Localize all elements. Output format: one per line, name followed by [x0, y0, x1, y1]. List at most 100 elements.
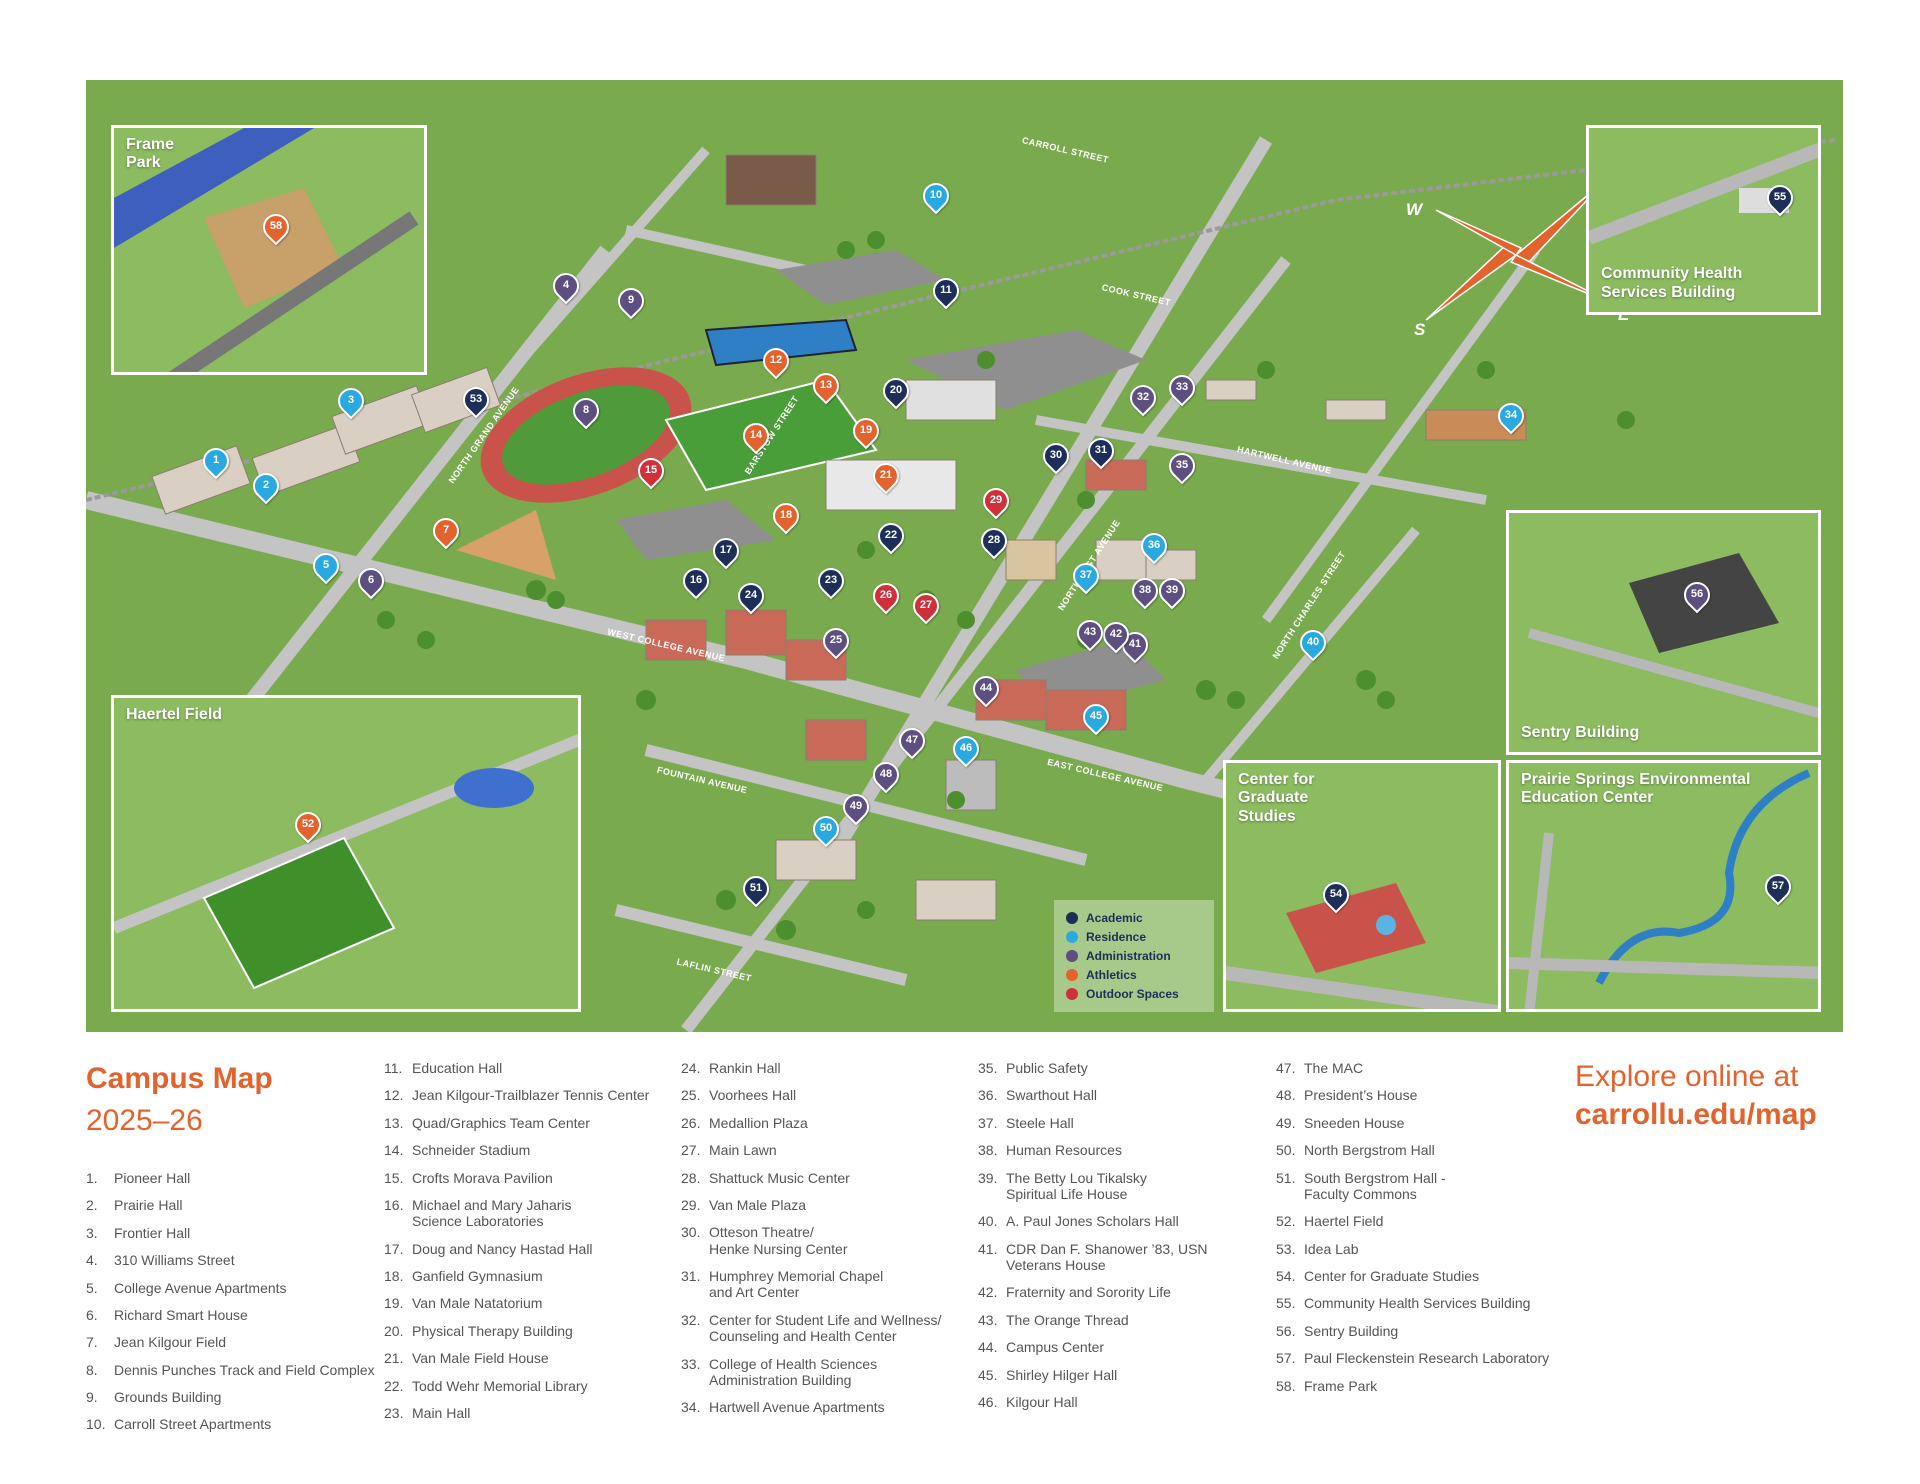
pin-number: 54	[1329, 888, 1343, 900]
entry-number: 14.	[384, 1142, 404, 1159]
location-pin-44[interactable]: 44	[967, 670, 1005, 708]
location-pin-45[interactable]: 45	[1077, 698, 1115, 736]
explore-link[interactable]: carrollu.edu/map	[1575, 1098, 1817, 1131]
directory-entry: 34.Hartwell Avenue Apartments	[681, 1399, 941, 1415]
location-pin-24[interactable]: 24	[732, 577, 770, 615]
entry-number: 13.	[384, 1114, 404, 1131]
entry-name: Community Health Services Building	[1304, 1295, 1531, 1312]
location-pin-23[interactable]: 23	[812, 562, 850, 600]
location-pin-47[interactable]: 47	[893, 722, 931, 760]
directory-entry: 9.Grounds Building	[86, 1389, 375, 1405]
location-pin-52[interactable]: 52	[289, 806, 327, 844]
entry-name: Steele Hall	[1006, 1114, 1074, 1131]
location-pin-48[interactable]: 48	[867, 756, 905, 794]
location-pin-9[interactable]: 9	[612, 282, 650, 320]
location-pin-17[interactable]: 17	[707, 532, 745, 570]
pin-number: 38	[1138, 584, 1152, 596]
inset-sentry[interactable]: Sentry Building	[1506, 510, 1821, 755]
entry-number: 20.	[384, 1322, 404, 1339]
entry-number: 25.	[681, 1087, 701, 1104]
entry-number: 55.	[1276, 1295, 1296, 1312]
entry-name: President’s House	[1304, 1087, 1418, 1104]
location-pin-13[interactable]: 13	[807, 367, 845, 405]
location-pin-41[interactable]: 41	[1116, 626, 1154, 664]
inset-haertel-field[interactable]: Haertel Field	[111, 695, 581, 1012]
pin-number: 28	[987, 534, 1001, 546]
entry-number: 2.	[86, 1197, 98, 1214]
location-pin-53[interactable]: 53	[457, 381, 495, 419]
directory-entry: 1.Pioneer Hall	[86, 1170, 375, 1186]
location-pin-30[interactable]: 30	[1037, 437, 1075, 475]
entry-name: Shattuck Music Center	[709, 1169, 850, 1186]
location-pin-49[interactable]: 49	[837, 788, 875, 826]
directory-entry: 47.The MAC	[1276, 1060, 1549, 1076]
location-pin-1[interactable]: 1	[197, 442, 235, 480]
location-pin-39[interactable]: 39	[1153, 572, 1191, 610]
location-pin-26[interactable]: 26	[867, 577, 905, 615]
location-pin-8[interactable]: 8	[567, 392, 605, 430]
location-pin-54[interactable]: 54	[1317, 876, 1355, 914]
inset-community-health[interactable]: Community Health Services Building	[1586, 125, 1821, 315]
location-pin-37[interactable]: 37	[1067, 557, 1105, 595]
location-pin-4[interactable]: 4	[547, 267, 585, 305]
legend-swatch	[1066, 911, 1078, 924]
directory-entry: 49.Sneeden House	[1276, 1115, 1549, 1131]
location-pin-15[interactable]: 15	[632, 452, 670, 490]
location-pin-10[interactable]: 10	[917, 177, 955, 215]
entry-name: Carroll Street Apartments	[114, 1416, 272, 1433]
location-pin-38[interactable]: 38	[1126, 572, 1164, 610]
location-pin-42[interactable]: 42	[1097, 616, 1135, 654]
pin-number: 29	[989, 494, 1003, 506]
location-pin-7[interactable]: 7	[427, 512, 465, 550]
location-pin-29[interactable]: 29	[977, 482, 1015, 520]
location-pin-51[interactable]: 51	[737, 870, 775, 908]
location-pin-22[interactable]: 22	[872, 517, 910, 555]
location-pin-32[interactable]: 32	[1124, 379, 1162, 417]
directory-entry: 41.CDR Dan F. Shanower ’83, USN Veterans…	[978, 1241, 1208, 1274]
location-pin-27[interactable]: 27	[907, 587, 945, 625]
location-pin-6[interactable]: 6	[352, 562, 390, 600]
inset-title: Haertel Field	[126, 706, 223, 723]
location-pin-56[interactable]: 56	[1678, 576, 1716, 614]
location-pin-5[interactable]: 5	[307, 547, 345, 585]
location-pin-11[interactable]: 11	[927, 272, 965, 310]
location-pin-25[interactable]: 25	[817, 622, 855, 660]
location-pin-18[interactable]: 18	[767, 497, 805, 535]
directory-entry: 44.Campus Center	[978, 1339, 1208, 1355]
location-pin-3[interactable]: 3	[332, 382, 370, 420]
entry-number: 33.	[681, 1355, 701, 1372]
location-pin-43[interactable]: 43	[1071, 614, 1109, 652]
location-pin-2[interactable]: 2	[247, 467, 285, 505]
legend-swatch	[1066, 968, 1078, 981]
entry-number: 23.	[384, 1404, 404, 1421]
location-pin-50[interactable]: 50	[807, 810, 845, 848]
location-pin-35[interactable]: 35	[1163, 447, 1201, 485]
location-pin-31[interactable]: 31	[1082, 432, 1120, 470]
location-pin-36[interactable]: 36	[1135, 527, 1173, 565]
pin-number: 32	[1136, 391, 1150, 403]
inset-center-grad[interactable]: Center for Graduate Studies	[1223, 760, 1501, 1012]
location-pin-46[interactable]: 46	[947, 730, 985, 768]
location-pin-12[interactable]: 12	[757, 342, 795, 380]
inset-frame-park[interactable]: Frame Park	[111, 125, 427, 375]
location-pin-14[interactable]: 14	[737, 417, 775, 455]
location-pin-28[interactable]: 28	[975, 522, 1013, 560]
location-pin-16[interactable]: 16	[677, 562, 715, 600]
entry-number: 27.	[681, 1142, 701, 1159]
location-pin-33[interactable]: 33	[1163, 369, 1201, 407]
location-pin-58[interactable]: 58	[257, 208, 295, 246]
legend-swatch	[1066, 949, 1078, 962]
location-pin-21[interactable]: 21	[867, 457, 905, 495]
location-pin-57[interactable]: 57	[1759, 868, 1797, 906]
entry-number: 31.	[681, 1268, 701, 1284]
entry-name: Todd Wehr Memorial Library	[412, 1377, 588, 1394]
location-pin-55[interactable]: 55	[1761, 179, 1799, 217]
location-pin-34[interactable]: 34	[1492, 397, 1530, 435]
directory-entry: 51.South Bergstrom Hall - Faculty Common…	[1276, 1170, 1549, 1203]
location-pin-19[interactable]: 19	[847, 412, 885, 450]
location-pin-40[interactable]: 40	[1294, 624, 1332, 662]
location-pin-20[interactable]: 20	[877, 372, 915, 410]
road-laflin	[614, 904, 908, 986]
legend-row: Outdoor Spaces	[1066, 984, 1202, 1003]
directory-entry: 36.Swarthout Hall	[978, 1087, 1208, 1103]
